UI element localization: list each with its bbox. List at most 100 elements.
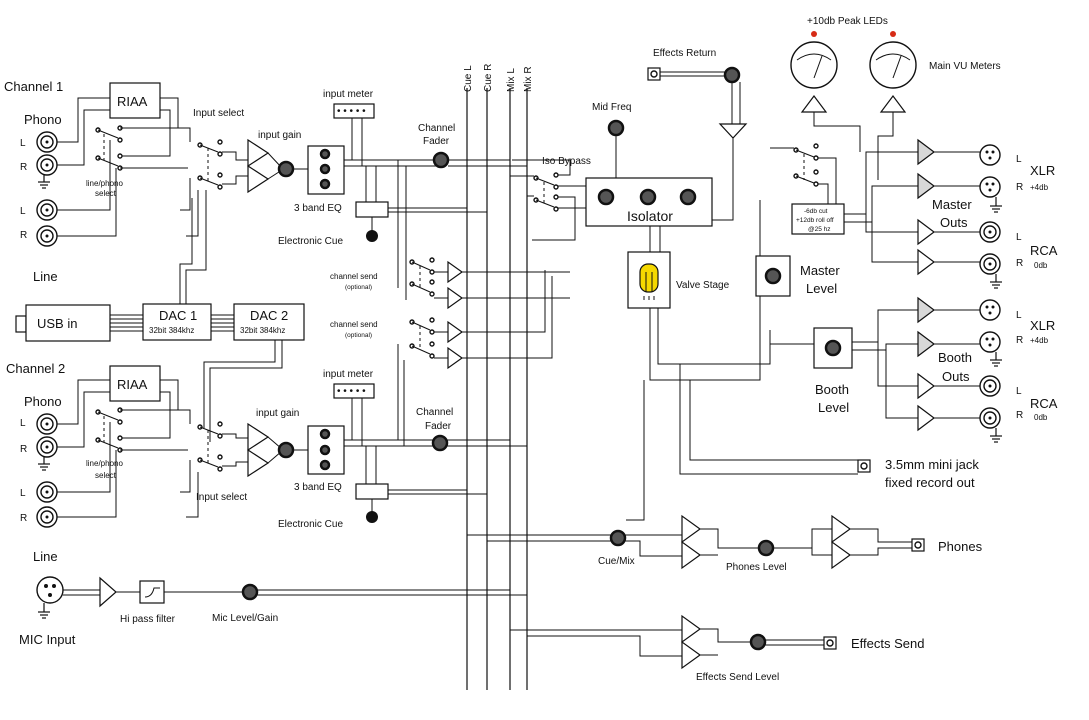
input-select-switch-icon[interactable] — [197, 139, 223, 190]
input-gain-knob[interactable] — [277, 441, 295, 459]
rca-jack-icon[interactable] — [979, 221, 1001, 243]
master-filter-switch-icon[interactable] — [793, 143, 819, 187]
hi-pass-curve-icon — [144, 587, 160, 598]
channel-1-line-label: Line — [33, 269, 58, 284]
vu-meter-icon — [869, 41, 917, 89]
xlr-jack-icon[interactable] — [979, 299, 1001, 321]
cue-mix-knob[interactable] — [609, 529, 627, 547]
xlr-jack-icon[interactable] — [979, 144, 1001, 166]
isolator-high-knob[interactable] — [679, 188, 697, 206]
amplifier-icon — [247, 448, 270, 478]
valve-tube-icon — [639, 263, 659, 300]
channel-send-switch-icon[interactable] — [409, 257, 435, 297]
amplifier-icon — [99, 576, 117, 608]
record-out-section: 3.5mm mini jack fixed record out — [679, 364, 979, 490]
digital-section: USB in DAC 1 32bit 384khz DAC 2 32bit 38… — [15, 190, 305, 442]
rca-jack-icon[interactable] — [36, 506, 58, 528]
isolator-mid-knob[interactable] — [639, 188, 657, 206]
booth-outs-label: Outs — [942, 369, 970, 384]
electronic-cue-button[interactable] — [366, 230, 378, 242]
amplifier-icon — [917, 372, 935, 400]
amplifier-icon — [247, 422, 270, 452]
valve-stage-label: Valve Stage — [676, 280, 730, 291]
phones-section: Cue/Mix Phones Level Phones Effects Send… — [467, 380, 983, 683]
master-rca-l-label: L — [1016, 232, 1022, 243]
mic-level-knob[interactable] — [241, 583, 259, 601]
rca-jack-icon[interactable] — [36, 436, 58, 458]
hi-pass-filter-label: Hi pass filter — [120, 614, 176, 625]
amplifier-icon — [447, 286, 464, 310]
amplifier-icon — [917, 218, 935, 246]
master-xlr-level: +4db — [1030, 183, 1049, 192]
booth-level-knob[interactable] — [824, 339, 842, 357]
eq-high-knob[interactable] — [319, 148, 331, 160]
peak-led-icon — [890, 31, 896, 37]
rca-jack-icon[interactable] — [979, 253, 1001, 275]
channel-2-phono-l-label: L — [20, 418, 26, 429]
input-gain-knob[interactable] — [277, 160, 295, 178]
eq-low-knob[interactable] — [319, 178, 331, 190]
booth-outs-label: Booth — [938, 350, 972, 365]
phones-level-knob[interactable] — [757, 539, 775, 557]
xlr-mic-jack-icon[interactable] — [36, 576, 64, 604]
rca-jack-icon[interactable] — [36, 225, 58, 247]
master-xlr-l-label: L — [1016, 154, 1022, 165]
vu-meter-icon — [790, 41, 838, 89]
channel-send-switch-icon[interactable] — [409, 317, 435, 359]
rca-jack-icon[interactable] — [36, 199, 58, 221]
line-phono-select-label: line/phono — [86, 179, 123, 188]
amplifier-icon — [879, 95, 907, 113]
eq-mid-knob[interactable] — [319, 444, 331, 456]
master-level-knob[interactable] — [764, 267, 782, 285]
electronic-cue-label: Electronic Cue — [278, 519, 343, 530]
line-phono-select-label: select — [95, 471, 117, 480]
input-meter-label: input meter — [323, 369, 374, 380]
rca-jack-icon[interactable] — [36, 481, 58, 503]
master-level-label: Master — [800, 263, 840, 278]
meter-led-icon: • • • • • — [337, 106, 366, 117]
riaa-box — [109, 82, 161, 119]
eq-high-knob[interactable] — [319, 428, 331, 440]
channel-fader-knob[interactable] — [432, 151, 450, 169]
hi-pass-filter-box — [139, 580, 165, 604]
effects-send-level-knob[interactable] — [749, 633, 767, 651]
master-filter-box — [791, 203, 845, 235]
electronic-cue-button[interactable] — [366, 511, 378, 523]
eq-label: 3 band EQ — [294, 203, 342, 214]
input-select-switch-icon[interactable] — [197, 421, 223, 472]
channel-2-line-label: Line — [33, 549, 58, 564]
channel-fader-label: Fader — [423, 136, 450, 147]
eq-low-knob[interactable] — [319, 459, 331, 471]
rca-jack-icon[interactable] — [36, 154, 58, 176]
riaa-label: RIAA — [117, 94, 148, 109]
rca-jack-icon[interactable] — [979, 375, 1001, 397]
ground-icon — [990, 352, 1002, 367]
rca-jack-icon[interactable] — [36, 131, 58, 153]
channel-send-label: (optional) — [345, 332, 372, 339]
channel-fader-knob[interactable] — [431, 434, 449, 452]
phones-level-label: Phones Level — [726, 562, 787, 573]
dac2-box — [233, 303, 305, 341]
effects-send-label: Effects Send — [851, 636, 924, 651]
amplifier-icon — [681, 514, 702, 544]
iso-bypass-switch-icon[interactable] — [533, 172, 559, 212]
xlr-jack-icon[interactable] — [979, 176, 1001, 198]
rca-jack-icon[interactable] — [979, 407, 1001, 429]
amplifier-icon — [718, 123, 748, 139]
effects-return-knob[interactable] — [723, 66, 741, 84]
mid-freq-knob[interactable] — [607, 119, 625, 137]
line-phono-switch-icon[interactable] — [95, 407, 123, 453]
master-section: +10db Peak LEDs Main VU Meters -6db cut — [755, 16, 1058, 297]
dac1-box — [142, 303, 212, 341]
eq-mid-knob[interactable] — [319, 163, 331, 175]
line-phono-switch-icon[interactable] — [95, 125, 123, 171]
rca-jack-icon[interactable] — [36, 413, 58, 435]
isolator-low-knob[interactable] — [597, 188, 615, 206]
peak-leds-label: +10db Peak LEDs — [807, 16, 888, 27]
channel-1-title: Channel 1 — [4, 79, 63, 94]
riaa-box — [109, 365, 161, 402]
xlr-jack-icon[interactable] — [979, 331, 1001, 353]
channel-send-label: channel send — [330, 272, 378, 281]
input-select-label: Input select — [193, 108, 244, 119]
